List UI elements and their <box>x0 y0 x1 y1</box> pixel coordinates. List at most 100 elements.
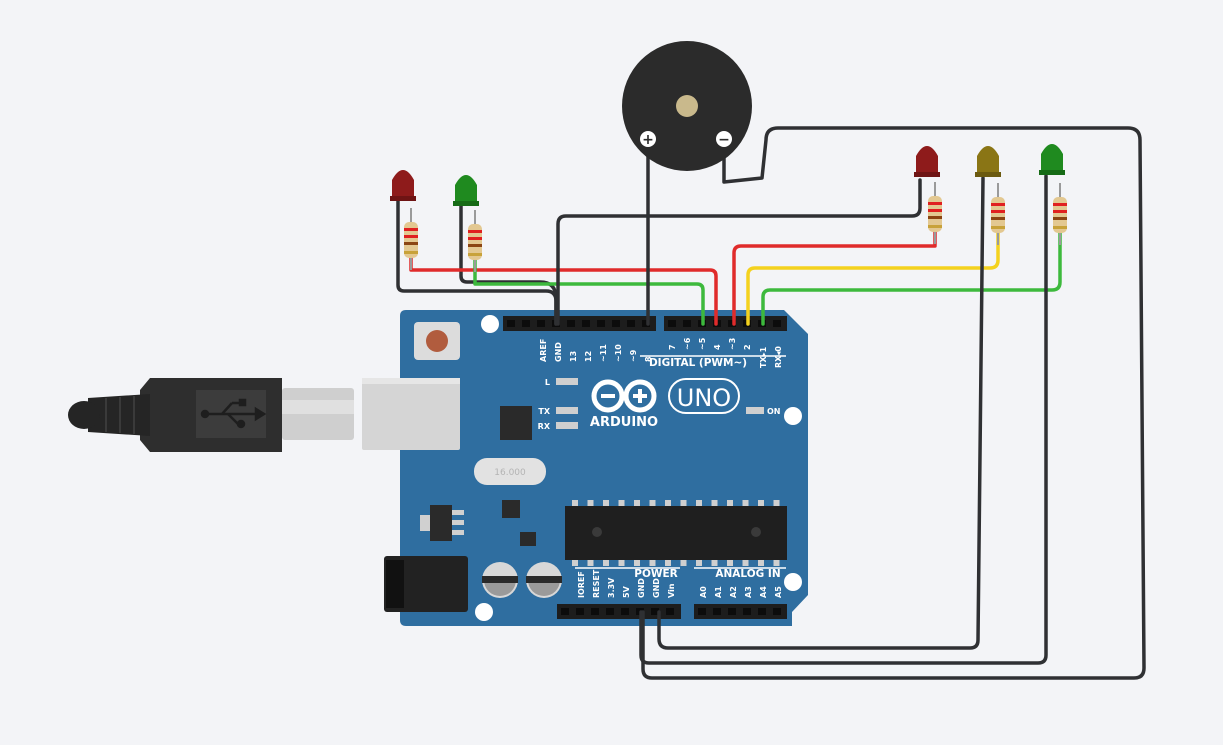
arduino-logo <box>591 379 657 413</box>
buzzer-plus-terminal[interactable] <box>640 131 656 147</box>
header-socket[interactable] <box>668 320 676 327</box>
header-socket[interactable] <box>773 320 781 327</box>
header-socket[interactable] <box>597 320 605 327</box>
led-red-right[interactable] <box>914 146 940 177</box>
chip-leg <box>618 500 625 506</box>
resistors <box>404 182 1067 272</box>
chip-leg <box>572 560 578 566</box>
buzzer-plus-label: + <box>642 132 654 148</box>
resistor[interactable] <box>991 183 1005 245</box>
led-green-left[interactable] <box>453 175 479 206</box>
header-socket[interactable] <box>728 320 736 327</box>
chip-leg <box>603 560 609 566</box>
chip-leg <box>696 500 702 506</box>
usb-chip <box>500 406 532 440</box>
buzzer-minus-label: − <box>718 132 730 148</box>
buzzer-minus-terminal[interactable] <box>716 131 732 147</box>
chip-leg <box>665 560 671 566</box>
arduino-board[interactable]: 16.000 L TX RX ON <box>362 310 808 626</box>
header-socket[interactable] <box>606 608 614 615</box>
header-socket[interactable] <box>576 608 584 615</box>
usb-cable[interactable] <box>68 378 354 452</box>
mount-hole <box>475 603 493 621</box>
chip-leg <box>727 560 733 566</box>
chip-leg <box>634 560 640 566</box>
analog-header <box>694 604 787 619</box>
wire-right-red-led-gnd[interactable] <box>556 178 922 326</box>
wire-buzzer-minus-gnd[interactable] <box>641 126 1146 680</box>
wire-yellow-led-gnd[interactable] <box>657 176 985 650</box>
header-socket[interactable] <box>582 320 590 327</box>
pin-label: 12 <box>584 351 593 362</box>
header-socket[interactable] <box>773 608 781 615</box>
header-socket[interactable] <box>651 608 659 615</box>
header-socket[interactable] <box>713 608 721 615</box>
pin-label: GND <box>554 342 563 362</box>
header-socket[interactable] <box>561 608 569 615</box>
model-badge <box>668 378 740 414</box>
header-socket[interactable] <box>621 608 629 615</box>
led-green-right[interactable] <box>1039 144 1065 175</box>
chip-leg <box>649 560 656 566</box>
chip-dot <box>592 527 602 537</box>
wire-green-led-gnd[interactable] <box>639 174 1048 665</box>
header-socket[interactable] <box>758 608 766 615</box>
pin-label: A4 <box>759 586 768 598</box>
piezo-buzzer[interactable]: + − <box>622 41 752 171</box>
led-yellow-right[interactable] <box>975 146 1001 177</box>
chip-leg <box>758 500 764 506</box>
header-socket[interactable] <box>642 320 650 327</box>
header-socket[interactable] <box>728 608 736 615</box>
header-socket[interactable] <box>698 608 706 615</box>
resistor[interactable] <box>1053 183 1067 245</box>
led-red-left[interactable] <box>390 170 416 201</box>
header-socket[interactable] <box>522 320 530 327</box>
header-socket[interactable] <box>507 320 515 327</box>
wire-red-led-pin3[interactable] <box>732 230 937 326</box>
resistor[interactable] <box>468 210 482 272</box>
chip-leg <box>711 560 718 566</box>
crystal <box>474 458 546 485</box>
header-socket[interactable] <box>591 608 599 615</box>
pin-label: A5 <box>774 586 783 598</box>
power-pin-labels: IOREF RESET 3.3V 5V GND GND Vin <box>577 569 676 598</box>
pin-label: RX◂0 <box>774 346 783 368</box>
wire-red-led-pin4[interactable] <box>409 253 718 326</box>
led-tx-indicator <box>556 407 578 414</box>
led-rx-label: RX <box>538 422 551 431</box>
digital-header-right <box>664 316 787 331</box>
reset-button[interactable] <box>414 322 460 360</box>
usb-icon <box>200 398 267 429</box>
led-rx-indicator <box>556 422 578 429</box>
mount-hole <box>784 407 802 425</box>
chip-leg <box>742 500 749 506</box>
usb-socket-top <box>362 378 460 384</box>
header-socket[interactable] <box>612 320 620 327</box>
wire-green-led-pin5[interactable] <box>473 253 705 326</box>
pin-label: Vin <box>667 583 676 598</box>
digital-header-label: DIGITAL (PWM~) <box>649 357 747 369</box>
wire-left-green-led-gnd[interactable] <box>459 203 558 326</box>
chip-leg <box>711 500 718 506</box>
capacitor <box>526 562 562 598</box>
wire-left-red-led-gnd[interactable] <box>396 198 558 326</box>
resistor[interactable] <box>928 182 942 244</box>
chip-dot <box>751 527 761 537</box>
led-on-indicator <box>746 407 764 414</box>
wire-green-led-pin1[interactable] <box>761 231 1062 326</box>
header-socket[interactable] <box>627 320 635 327</box>
analog-header-label: ANALOG IN <box>715 568 780 580</box>
header-socket[interactable] <box>743 608 751 615</box>
header-socket[interactable] <box>567 320 575 327</box>
power-header <box>557 604 681 619</box>
header-socket[interactable] <box>683 320 691 327</box>
digital-header-left <box>503 316 656 331</box>
chip-leg <box>696 560 702 566</box>
header-socket[interactable] <box>666 608 674 615</box>
wire-yellow-led-pin2[interactable] <box>746 231 1000 326</box>
header-socket[interactable] <box>537 320 545 327</box>
chip-leg <box>665 500 671 506</box>
resistor[interactable] <box>404 208 418 270</box>
digital-pin-labels: AREF GND 13 12 ~11 ~10 ~9 8 7 ~6 ~5 4 ~3… <box>539 337 783 368</box>
